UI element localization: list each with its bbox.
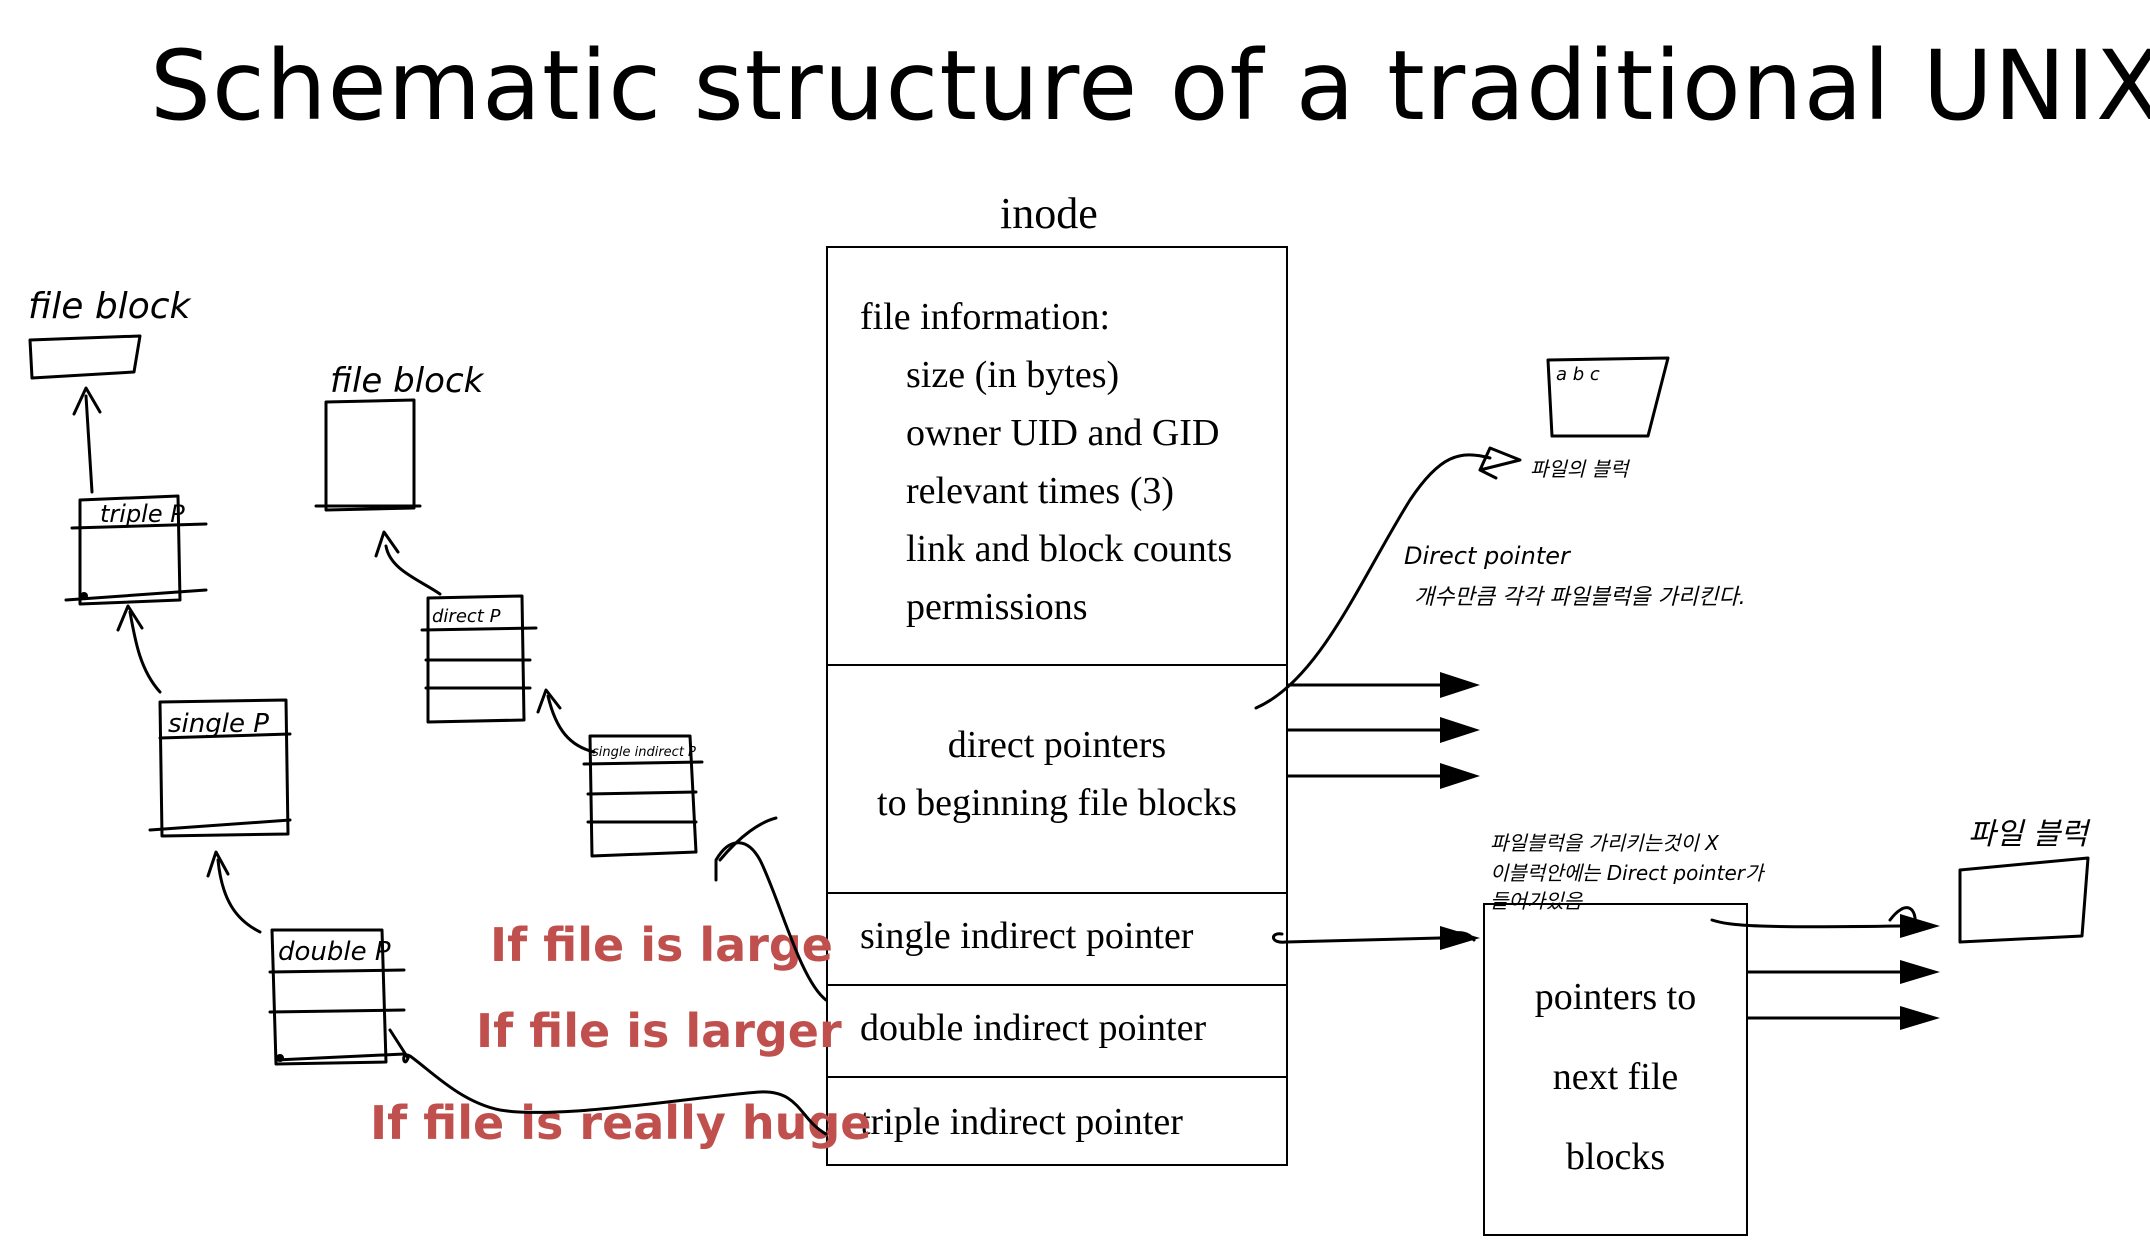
annotation-huge: If file is really huge	[370, 1096, 872, 1150]
direct-pointers-line1: direct pointers	[947, 724, 1167, 766]
double-chain	[314, 398, 828, 1002]
file-info-heading: file information:	[860, 296, 1111, 338]
single-indirect-section: single indirect pointer	[828, 892, 1286, 984]
direct-pointers-label: direct pointers to beginning file blocks	[828, 716, 1286, 832]
hand-file-block-kr-2: 파일 블럭	[1968, 817, 2091, 852]
single-indirect-label: single indirect pointer	[860, 915, 1194, 957]
hand-indirect-note-1: 파일블럭을 가리키는것이 X	[1490, 831, 1720, 855]
file-info-times: relevant times (3)	[906, 470, 1175, 512]
pointer-block-label: pointers to next file blocks	[1485, 957, 1746, 1197]
hand-abc: a b c	[1556, 364, 1600, 385]
hand-direct-note-1: Direct pointer	[1404, 542, 1572, 570]
direct-pointer-arrows	[1286, 683, 1442, 778]
abc-arrowhead	[1478, 446, 1522, 480]
pointer-block-line2: next file	[1552, 1056, 1679, 1098]
single-chain-arrow	[718, 816, 778, 862]
direct-note-curve	[1254, 453, 1492, 710]
abc-block	[1546, 356, 1670, 438]
annotation-large: If file is large	[490, 918, 834, 972]
hand-single-box: single P	[168, 709, 269, 739]
file-block-right	[1958, 856, 2090, 944]
double-indirect-label: double indirect pointer	[860, 1007, 1207, 1049]
hand-triple-box: triple P	[100, 500, 185, 528]
hand-direct-box: direct P	[432, 606, 501, 627]
hand-double-box: double P	[278, 937, 391, 967]
hand-file-block-kr: 파일의 블럭	[1530, 457, 1631, 481]
page-title: Schematic structure of a traditional UNI…	[150, 30, 2150, 142]
double-indirect-section: double indirect pointer	[828, 984, 1286, 1076]
file-info-size: size (in bytes)	[906, 354, 1120, 396]
annotation-larger: If file is larger	[476, 1004, 842, 1058]
hand-file-block-2: file block	[330, 361, 485, 401]
hand-indirect-note-3: 들어가있음	[1490, 889, 1584, 913]
inode-label: inode	[1000, 189, 1098, 238]
direct-pointers-section: direct pointers to beginning file blocks	[828, 664, 1286, 892]
pointer-block-box: pointers to next file blocks	[1483, 903, 1748, 1236]
triple-chain	[28, 334, 828, 1136]
file-info-owner: owner UID and GID	[906, 412, 1220, 454]
pointer-block-line3: blocks	[1565, 1136, 1666, 1178]
hand-single-indirect-box: single indirect P	[592, 745, 696, 760]
hand-direct-note-2: 개수만큼 각각 파일블럭을 가리킨다.	[1414, 585, 1746, 610]
file-info-counts: link and block counts	[906, 528, 1233, 570]
hand-file-block-1: file block	[28, 286, 193, 327]
triple-indirect-section: triple indirect pointer	[828, 1076, 1286, 1166]
file-info-permissions: permissions	[906, 586, 1088, 628]
hand-indirect-note-2: 이블럭안에는 Direct pointer가	[1490, 861, 1766, 885]
triple-indirect-label: triple indirect pointer	[860, 1101, 1183, 1143]
inode-box: file information: size (in bytes) owner …	[826, 246, 1288, 1166]
arrowheads	[80, 592, 1940, 1062]
pointer-block-arrows	[1710, 906, 1917, 1020]
direct-pointers-line2: to beginning file blocks	[877, 782, 1237, 824]
file-information: file information: size (in bytes) owner …	[860, 288, 1232, 636]
pointer-block-line1: pointers to	[1534, 976, 1697, 1018]
